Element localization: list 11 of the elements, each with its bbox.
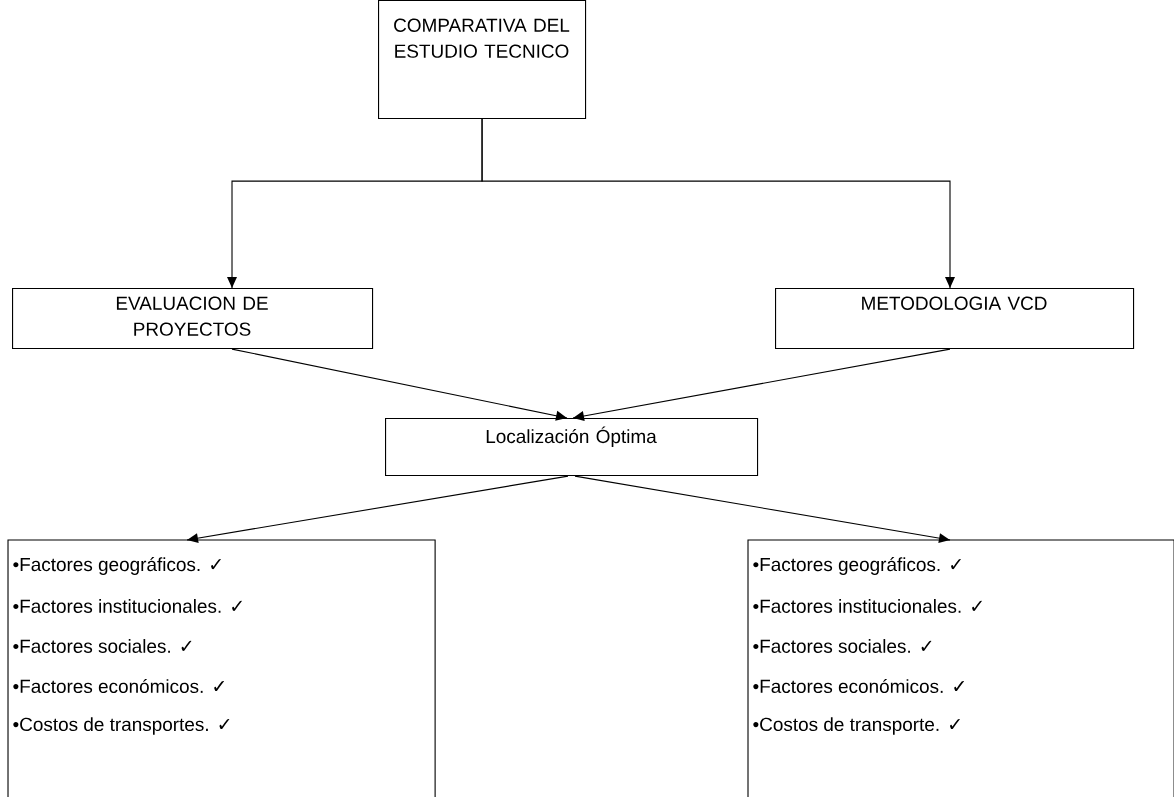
arrow — [186, 475, 569, 544]
title-box: COMPARATIVA DEL ESTUDIO TECNICO — [378, 0, 587, 120]
arrow — [574, 475, 951, 544]
process-box: METODOLOGIA VCD — [775, 288, 1135, 350]
arrow — [572, 348, 951, 421]
arrow — [481, 118, 955, 289]
list-box: •Factores geográficos. ✓ •Factores institucionales. ✓ •Factores sociales. ✓ •Factores económicos. ✓ •Costos de transporte. ✓ — [747, 539, 1174, 797]
list-box: •Factores geográficos. ✓ •Factores institucionales. ✓ •Factores sociales. ✓ •Factores económicos. ✓ •Costos de transportes. ✓ — [7, 539, 436, 797]
process-box: EVALUACION DE PROYECTOS — [12, 288, 374, 350]
process-box: Localización Óptima — [385, 418, 759, 477]
arrow — [231, 348, 568, 421]
